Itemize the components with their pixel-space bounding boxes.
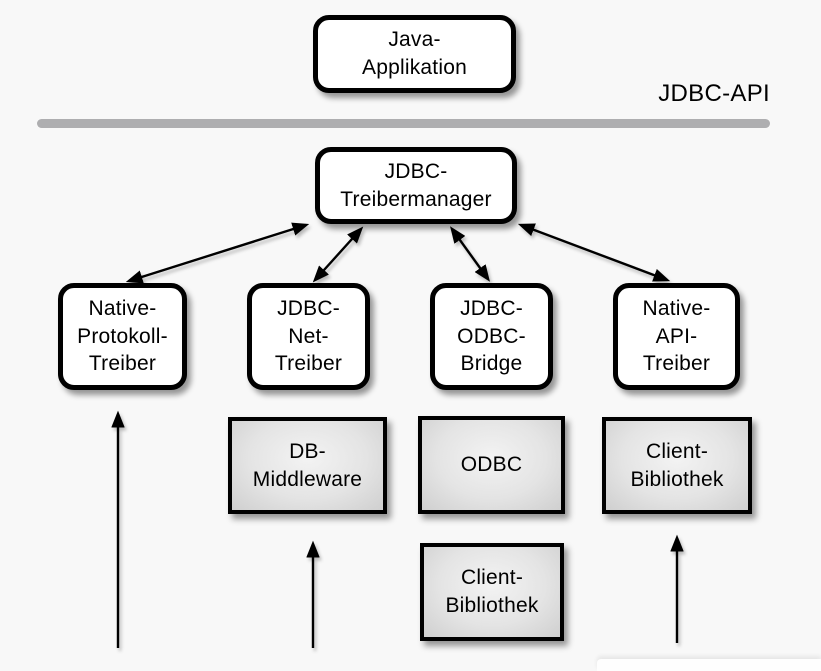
node-native-protokoll-treiber: Native- Protokoll- Treiber — [58, 283, 187, 390]
node-jdbc-odbc-bridge-label: JDBC- ODBC- Bridge — [457, 296, 526, 376]
partially-visible-box — [597, 659, 821, 671]
node-jdbc-net-treiber: JDBC- Net- Treiber — [247, 283, 370, 390]
node-java-applikation: Java- Applikation — [313, 15, 516, 93]
node-jdbc-odbc-bridge: JDBC- ODBC- Bridge — [430, 283, 553, 390]
node-odbc-label: ODBC — [460, 453, 523, 477]
jdbc-api-separator-line — [37, 119, 770, 128]
node-java-applikation-label: Java- Applikation — [362, 28, 467, 79]
jdbc-api-label: JDBC-API — [658, 80, 770, 107]
node-client-bibliothek-native-label: Client- Bibliothek — [630, 439, 724, 491]
node-jdbc-treibermanager-label: JDBC- Treibermanager — [340, 159, 492, 211]
arrow-treibermanager-jdbc-odbc — [450, 226, 490, 282]
node-native-protokoll-treiber-label: Native- Protokoll- Treiber — [77, 296, 168, 376]
arrow-treibermanager-native-protokoll — [125, 222, 310, 284]
node-jdbc-net-treiber-label: JDBC- Net- Treiber — [274, 296, 343, 376]
node-native-api-treiber: Native- API- Treiber — [613, 283, 740, 390]
node-native-api-treiber-label: Native- API- Treiber — [642, 296, 711, 376]
node-client-bibliothek-odbc: Client- Bibliothek — [420, 543, 564, 641]
node-client-bibliothek-native: Client- Bibliothek — [602, 417, 752, 514]
node-jdbc-treibermanager: JDBC- Treibermanager — [315, 147, 517, 224]
arrow-treibermanager-native-api — [517, 223, 671, 282]
node-db-middleware-label: DB- Middleware — [252, 439, 363, 491]
node-odbc: ODBC — [418, 416, 565, 514]
node-db-middleware: DB- Middleware — [228, 417, 387, 514]
node-client-bibliothek-odbc-label: Client- Bibliothek — [445, 566, 539, 617]
arrow-treibermanager-jdbc-net — [312, 226, 364, 283]
